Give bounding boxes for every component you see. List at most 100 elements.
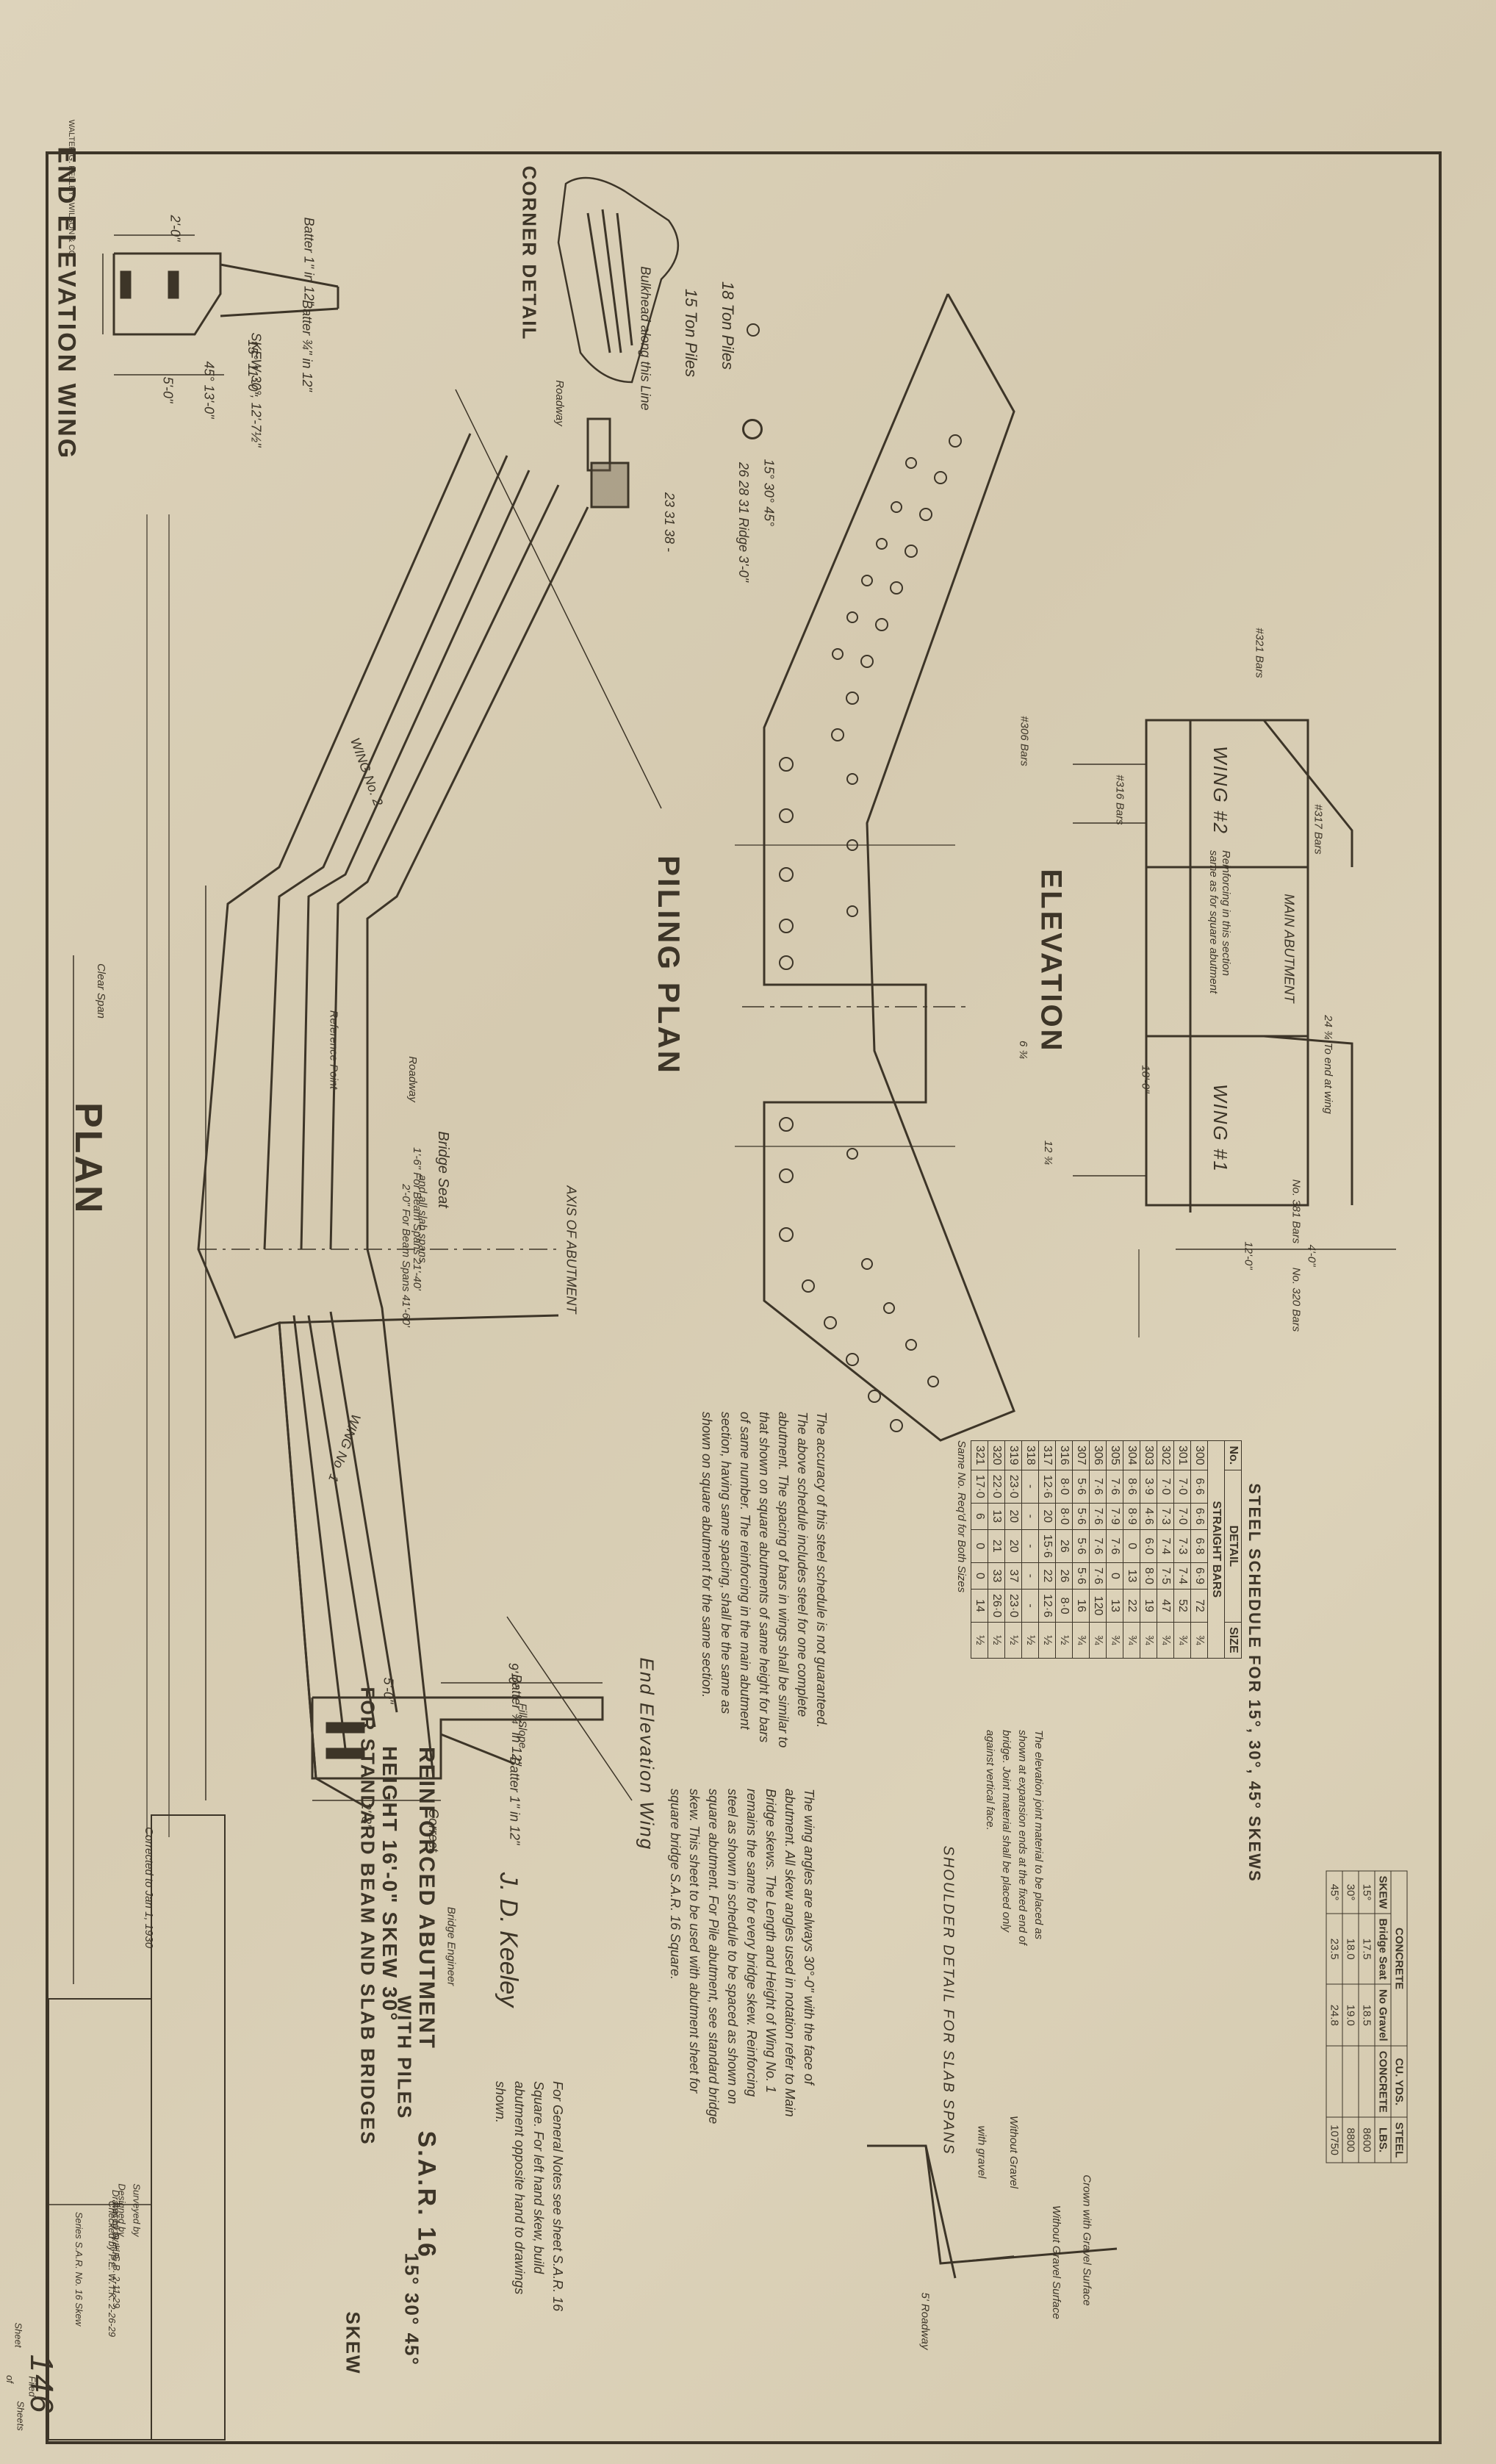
- steel-cell: 0: [971, 1529, 988, 1563]
- pile-15ton-symbol: [747, 323, 760, 337]
- steel-cell: 20: [1004, 1529, 1022, 1563]
- lbs-col: LBS.: [1375, 2117, 1391, 2163]
- steel-cell: 0: [971, 1562, 988, 1590]
- shoulder-roadway: 5' Roadway: [918, 2292, 932, 2350]
- spacing-24: 24 ¾ To end at wing: [1321, 1015, 1334, 1114]
- end-elevation-wing-bottom-title: End Elevation Wing: [636, 1657, 658, 1851]
- wing-top-dim-top: 2'-0": [168, 215, 183, 242]
- piling-plan-title: PILING PLAN: [652, 855, 686, 1076]
- no381: No. 381 Bars: [1290, 1179, 1303, 1244]
- steel-cell: 13: [1106, 1589, 1123, 1623]
- concrete-cell: 30°: [1342, 1871, 1359, 1914]
- steel-cell: 22·0: [988, 1470, 1005, 1504]
- steel-row: 318-----½: [1021, 1440, 1039, 1659]
- steel-cell: 7·3: [1157, 1503, 1174, 1530]
- concrete-cell: 8600: [1359, 2117, 1375, 2163]
- steel-cell: 22: [1123, 1589, 1140, 1623]
- steel-cell: 303: [1140, 1440, 1157, 1470]
- steel-cell: 26: [1055, 1562, 1073, 1590]
- straight-bars-header: STRAIGHT BARS: [1207, 1440, 1225, 1659]
- dim-18ft: 18'-0": [1139, 1065, 1152, 1093]
- steel-cell: 0: [1106, 1562, 1123, 1590]
- steel-cell: 5·6: [1072, 1503, 1090, 1530]
- wing-bottom-batter1: Batter ¾" in 12": [508, 1674, 524, 1766]
- steel-cell: ¾: [1106, 1622, 1123, 1659]
- steel-cell: 26·0: [988, 1589, 1005, 1623]
- steel-cell: 8·0: [1055, 1503, 1073, 1530]
- col-no: No.: [1224, 1440, 1242, 1470]
- steel-cell: -: [1021, 1529, 1039, 1563]
- steel-cell: 317: [1038, 1440, 1056, 1470]
- steel-cell: 52: [1173, 1589, 1191, 1623]
- end-elevation-wing-top-title: END ELEVATION WING: [52, 146, 81, 461]
- title-block-frame: [48, 1814, 226, 2440]
- steel-cell: ½: [971, 1622, 988, 1659]
- legend-row2: 23 31 38 -: [662, 492, 677, 553]
- steel-cell: 321: [971, 1440, 988, 1470]
- bend-note: Same No. Req'd for Both Sizes: [955, 1440, 968, 1593]
- legend-15ton: 15 Ton Piles: [682, 288, 701, 378]
- shoulder-crown: Crown with Gravel Surface: [1080, 2174, 1093, 2306]
- steel-cell: 17·0: [971, 1470, 988, 1504]
- concrete-cell: 18.5: [1359, 1984, 1375, 2047]
- plan-title: PLAN: [67, 1102, 109, 1215]
- legend-skews: 15° 30° 45°: [761, 459, 777, 527]
- cuyds-title: CU. YDS.: [1391, 2046, 1407, 2118]
- concrete-table-grid: CONCRETE CU. YDS. STEEL SKEW Bridge Seat…: [1326, 1871, 1408, 2163]
- corner-detail-drawing: [557, 176, 680, 509]
- shoulder-detail-drawing: [867, 2144, 1118, 2279]
- correct-label: Correct: [426, 1808, 442, 1853]
- steel-cell: ½: [1004, 1622, 1022, 1659]
- steel-cell: 7·0: [1173, 1470, 1191, 1504]
- steel-cell: 7·9: [1106, 1503, 1123, 1530]
- steel-cell: 5·6: [1072, 1470, 1090, 1504]
- steel-cell: 6·0: [1140, 1529, 1157, 1563]
- steel-cell: 47: [1157, 1589, 1174, 1623]
- steel-cell: 33: [988, 1562, 1005, 1590]
- steel-cell: 0: [1123, 1529, 1140, 1563]
- checked-by: Checked by P.E. W.T.K. 2-26-29: [107, 2200, 118, 2338]
- steel-cell: 5·6: [1072, 1529, 1090, 1563]
- expansion-note: The elevation joint material to be place…: [984, 1730, 1045, 1945]
- no-gravel-col: No Gravel: [1375, 1984, 1391, 2047]
- steel-cell: 307: [1072, 1440, 1090, 1470]
- steel-cell: 7·6: [1089, 1470, 1107, 1504]
- steel-cell: 14: [971, 1589, 988, 1623]
- steel-cell: ¾: [1190, 1622, 1208, 1659]
- dim-4ft: 4'-0": [1305, 1244, 1318, 1267]
- steel-cell: ¾: [1173, 1622, 1191, 1659]
- concrete-cell: [1342, 2046, 1359, 2118]
- steel-cell: 8·0: [1140, 1562, 1157, 1590]
- steel-cell: ¾: [1140, 1622, 1157, 1659]
- elevation-title: ELEVATION: [1035, 869, 1068, 1053]
- title-skew-word: SKEW: [342, 2311, 364, 2375]
- steel-cell: ¾: [1123, 1622, 1140, 1659]
- elevation-wing1: WING #1: [1209, 1084, 1231, 1173]
- title-skews: 15° 30° 45°: [400, 2252, 423, 2366]
- col-detail: DETAIL: [1224, 1470, 1242, 1623]
- steel-cell: 13: [1123, 1562, 1140, 1590]
- bridge-seat-col: Bridge Seat: [1375, 1914, 1391, 1985]
- steel-cell: 21: [988, 1529, 1005, 1563]
- steel-cell: 316: [1055, 1440, 1073, 1470]
- spacing-12: 12 ¾: [1042, 1140, 1055, 1165]
- steel-cell: 7·6: [1106, 1529, 1123, 1563]
- shoulder-crown2: Without Gravel Surface: [1049, 2205, 1062, 2319]
- legend-18ton: 18 Ton Piles: [719, 281, 738, 370]
- steel-cell: 6·9: [1190, 1562, 1208, 1590]
- steel-cell: 6·6: [1190, 1503, 1208, 1530]
- steel-cell: 15·6: [1038, 1529, 1056, 1563]
- steel-cell: 6: [971, 1503, 988, 1530]
- title-line3: FOR STANDARD BEAM AND SLAB BRIDGES: [356, 1687, 379, 2146]
- axis-of-abutment: AXIS OF ABUTMENT: [564, 1185, 579, 1314]
- engineer-label: Bridge Engineer: [445, 1906, 458, 1986]
- steel-cell: 7·0: [1157, 1470, 1174, 1504]
